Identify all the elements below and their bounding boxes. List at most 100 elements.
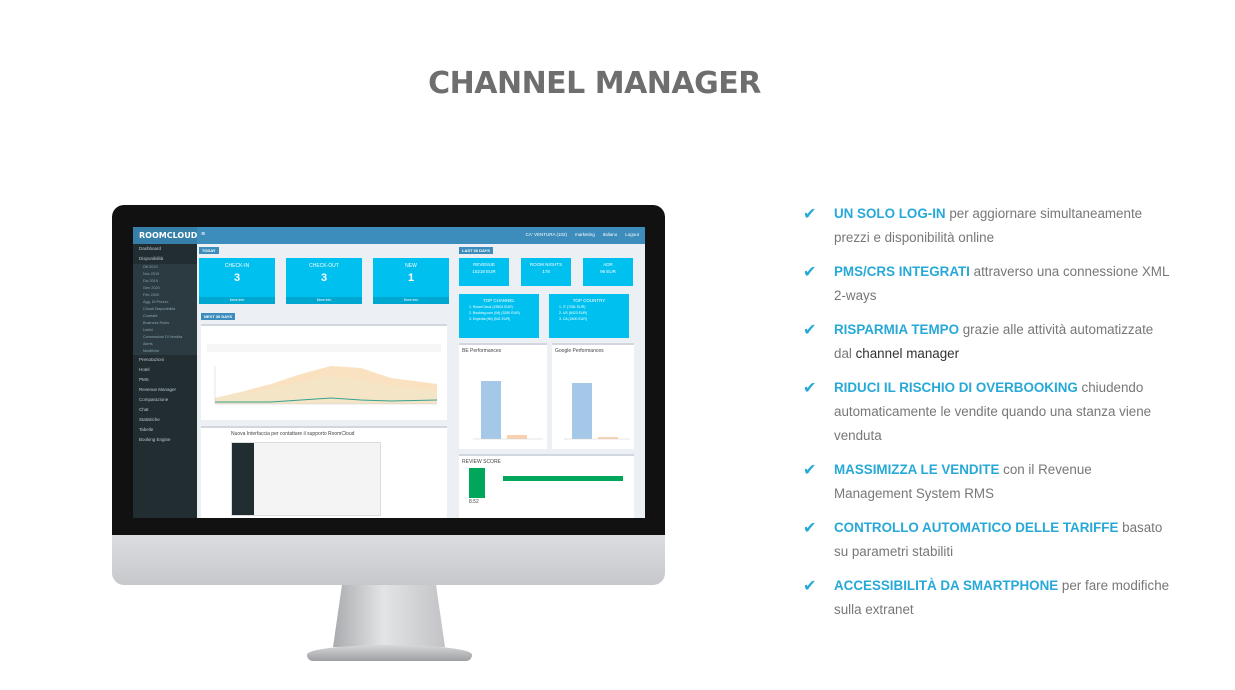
feature-text: PMS/CRS INTEGRATI attraverso una conness… <box>834 260 1173 308</box>
kpi-label: ROOM NIGHTS <box>529 262 563 267</box>
check-icon: ✔ <box>803 460 817 479</box>
monitor-stand <box>333 585 445 647</box>
app-logo: ROOMCLOUD <box>133 227 197 244</box>
news-title: Nuova Interfaccia per contattare il supp… <box>231 431 355 437</box>
sidebar-subitem: Agg. Di Prezzo <box>133 299 197 306</box>
feature-item: ✔RISPARMIA TEMPO grazie alle attività au… <box>803 318 1173 366</box>
feature-description: chiudendo automaticamente le vendite qua… <box>834 380 1152 443</box>
feature-item: ✔PMS/CRS INTEGRATI attraverso una connes… <box>803 260 1173 308</box>
list-item: 2. US (6023 EUR) <box>559 311 588 315</box>
kpi-value: 15218 EUR <box>472 269 496 274</box>
be-performance-panel: BE Performances <box>459 343 547 449</box>
feature-description: per fare modifiche sulla extranet <box>834 578 1170 617</box>
feature-text: MASSIMIZZA LE VENDITE con il Revenue Man… <box>834 458 1173 506</box>
feature-text: CONTROLLO AUTOMATICO DELLE TARIFFE basat… <box>834 516 1173 564</box>
kpi-value: 3 <box>233 272 241 284</box>
feature-item: ✔ACCESSIBILITÀ DA SMARTPHONE per fare mo… <box>803 574 1173 622</box>
top-country-box: TOP COUNTRY 1. IT (7281 EUR) 2. US (6023… <box>549 294 629 338</box>
top-channel-box: TOP CHANNEL 1. RoomCloud (15504 EUR) 2. … <box>459 294 539 338</box>
news-panel: Nuova Interfaccia per contattare il supp… <box>201 426 447 518</box>
page-title: CHANNEL MANAGER <box>428 66 761 101</box>
sidebar-item: Dashboard <box>139 246 162 251</box>
sidebar-subitem: Ott 2019 <box>133 264 197 271</box>
app-content: TODAY LAST 30 DAYS CHECK-IN 3 More info … <box>197 244 645 518</box>
kpi-more-info: More info <box>286 297 362 304</box>
google-performance-panel: Google Performances <box>552 343 634 449</box>
feature-highlight: RISPARMIA TEMPO <box>834 322 959 337</box>
kpi-new: NEW 1 More info <box>373 258 449 304</box>
sidebar-item: Chat <box>139 407 149 412</box>
top-link: Logout <box>625 232 639 237</box>
kpi-label: REVENUE <box>473 262 495 267</box>
list-item: 3. CA (2400 EUR) <box>559 317 588 321</box>
review-badge <box>469 468 485 498</box>
last30-tag: LAST 30 DAYS <box>459 247 493 254</box>
sidebar-item: Hotel <box>139 367 150 372</box>
check-icon: ✔ <box>803 204 817 223</box>
kpi-label: NEW <box>405 263 417 269</box>
be-performance-title: BE Performances <box>462 348 502 354</box>
feature-description: basato su parametri stabiliti <box>834 520 1163 559</box>
app-topbar: ROOMCLOUD ≡ CA' VENTURA (102) marketing … <box>133 227 645 244</box>
kpi-more-info: More info <box>199 297 275 304</box>
sidebar-subitem: Nov 2019 <box>133 271 197 278</box>
feature-description: per aggiornare simultaneamente prezzi e … <box>834 206 1143 245</box>
list-item: 1. RoomCloud (15504 EUR) <box>469 305 513 309</box>
kpi-room-nights: ROOM NIGHTS 178 <box>521 258 571 286</box>
feature-description: grazie alle attività automatizzate dal <box>834 322 1154 361</box>
kpi-adr: ADR 96 EUR <box>583 258 633 286</box>
sidebar-item: Prenotazioni <box>139 357 165 362</box>
review-score-value: 8.52 <box>469 499 479 505</box>
review-score-panel: REVIEW SCORE 8.52 <box>459 454 634 518</box>
list-item: 3. Expedia (IM) (541 EUR) <box>469 317 511 321</box>
feature-description: con il Revenue Management System RMS <box>834 462 1092 501</box>
sidebar-subitem: Feb 2020 <box>133 292 197 299</box>
review-score-title: REVIEW SCORE <box>462 459 501 465</box>
news-image <box>231 442 381 516</box>
top-link: marketing <box>574 232 595 237</box>
sidebar-item: Revenue Manager <box>139 387 177 392</box>
menu-icon: ≡ <box>201 231 206 238</box>
sidebar-subitem: Gen 2020 <box>133 285 197 292</box>
feature-highlight: UN SOLO LOG-IN <box>834 206 946 221</box>
feature-emphasis: channel manager <box>855 346 960 361</box>
sidebar-item: Disponibilità <box>139 256 164 261</box>
list-item: 2. Booking.com (IM) (3250 EUR) <box>469 311 520 315</box>
next30-tag: NEXT 30 DAYS <box>201 313 236 320</box>
sidebar-subitem: Listini <box>133 327 197 334</box>
kpi-checkout: CHECK-OUT 3 More info <box>286 258 362 304</box>
list-item: 1. IT (7281 EUR) <box>559 305 586 309</box>
sidebar-item: Booking Engine <box>139 437 171 442</box>
sidebar-item: Statistiche <box>139 417 160 422</box>
kpi-more-info: More info <box>373 297 449 304</box>
check-icon: ✔ <box>803 576 817 595</box>
sidebar-item: Tabelle <box>139 427 154 432</box>
kpi-value: 178 <box>542 269 550 274</box>
feature-text: UN SOLO LOG-IN per aggiornare simultanea… <box>834 202 1173 250</box>
sidebar-item: PMS <box>139 377 149 382</box>
top-links: CA' VENTURA (102) marketing Italiano Log… <box>526 232 639 237</box>
feature-highlight: MASSIMIZZA LE VENDITE <box>834 462 1000 477</box>
check-icon: ✔ <box>803 378 817 397</box>
feature-item: ✔RIDUCI IL RISCHIO DI OVERBOOKING chiude… <box>803 376 1173 448</box>
sidebar-subitem: Chiudi Disponibilità <box>133 306 197 313</box>
dashboard-screenshot: ROOMCLOUD ≡ CA' VENTURA (102) marketing … <box>133 227 645 518</box>
sidebar-subitem: Connessioni Di Vendita <box>133 334 197 341</box>
check-icon: ✔ <box>803 518 817 537</box>
feature-highlight: PMS/CRS INTEGRATI <box>834 264 970 279</box>
monitor-base <box>307 645 472 661</box>
top-link: CA' VENTURA (102) <box>525 232 567 237</box>
kpi-revenue: REVENUE 15218 EUR <box>459 258 509 286</box>
google-performance-chart <box>564 383 630 440</box>
occupancy-chart-panel <box>201 324 447 420</box>
kpi-value: 1 <box>407 272 415 284</box>
google-performance-title: Google Performances <box>555 348 604 354</box>
sidebar-subitem: Dic 2019 <box>133 278 197 285</box>
be-performance-chart <box>473 381 543 440</box>
feature-list: ✔ UN SOLO LOG-IN per aggiornare simultane… <box>803 202 1173 632</box>
feature-description: attraverso una connessione XML 2-ways <box>834 264 1169 303</box>
sidebar-item: Comparazione <box>139 397 169 402</box>
today-tag: TODAY <box>199 247 219 254</box>
top-country-title: TOP COUNTRY <box>572 298 606 303</box>
